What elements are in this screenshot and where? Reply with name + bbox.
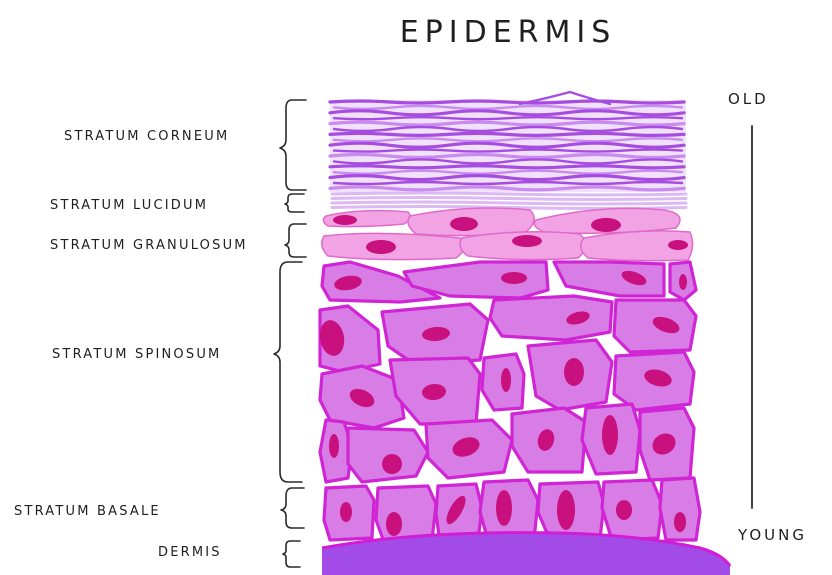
granulosum-cell	[534, 208, 680, 233]
granulosum-cell	[460, 232, 586, 260]
label-young: YOUNG	[737, 526, 807, 544]
nucleus	[501, 368, 511, 392]
nucleus	[668, 240, 688, 250]
nucleus	[512, 235, 542, 247]
basale-cell	[376, 486, 436, 542]
nucleus	[382, 454, 402, 474]
lucidum-band	[332, 202, 686, 204]
lucidum-band	[332, 198, 686, 200]
spinosum-cell	[528, 340, 612, 410]
nucleus	[591, 218, 621, 232]
spinosum-cell	[614, 352, 694, 410]
cell-body	[490, 296, 612, 340]
stratum-lucidum-layer	[332, 193, 686, 209]
spinosum-cell	[640, 408, 694, 480]
nucleus	[564, 358, 584, 386]
corneum-strand	[330, 101, 684, 103]
corneum-strand	[330, 155, 684, 158]
nucleus	[674, 512, 686, 532]
corneum-strand	[330, 133, 684, 135]
stratum-spinosum-layer	[317, 262, 696, 482]
spinosum-cell	[482, 354, 524, 410]
bracket-dermis	[283, 541, 300, 567]
corneum-strand	[334, 117, 682, 119]
spinosum-cell	[317, 306, 380, 372]
basale-cell	[660, 478, 700, 540]
bracket-stratum-basale	[281, 488, 304, 528]
spinosum-cell	[426, 420, 512, 478]
nucleus	[450, 217, 478, 231]
nucleus	[329, 434, 339, 458]
spinosum-cell	[614, 300, 696, 352]
bracket-stratum-spinosum	[274, 262, 302, 482]
nucleus	[366, 240, 396, 254]
spinosum-cell	[512, 408, 586, 472]
nucleus	[501, 272, 527, 284]
label-stratum-corneum: STRATUM CORNEUM	[64, 129, 229, 144]
bracket-stratum-lucidum	[285, 194, 304, 212]
label-dermis: DERMIS	[158, 545, 222, 560]
granulosum-cell	[323, 211, 410, 227]
spinosum-cell	[382, 304, 488, 364]
page-title: EPIDERMIS	[400, 15, 617, 50]
bracket-stratum-granulosum	[285, 224, 306, 257]
spinosum-cell	[582, 404, 640, 474]
granulosum-cell	[322, 233, 464, 259]
spinosum-cell	[554, 262, 664, 296]
spinosum-cell	[348, 428, 428, 482]
cell-body	[376, 486, 436, 542]
lucidum-band	[332, 193, 686, 195]
basale-cell	[602, 480, 662, 540]
nucleus	[340, 502, 352, 522]
label-stratum-basale: STRATUM BASALE	[14, 504, 161, 519]
cell-body	[554, 262, 664, 296]
nucleus	[616, 500, 632, 520]
nucleus	[386, 512, 402, 536]
basale-cell	[480, 480, 538, 540]
spinosum-cell	[670, 262, 696, 300]
stratum-corneum-layer	[330, 92, 686, 192]
corneum-strand	[334, 182, 682, 184]
nucleus	[679, 274, 687, 290]
label-stratum-granulosum: STRATUM GRANULOSUM	[50, 238, 248, 253]
label-stratum-spinosum: STRATUM SPINOSUM	[52, 347, 221, 362]
stratum-granulosum-layer	[322, 208, 693, 261]
granulosum-cell	[581, 231, 693, 261]
corneum-strand	[330, 122, 684, 125]
label-old: OLD	[728, 90, 769, 108]
label-stratum-lucidum: STRATUM LUCIDUM	[50, 198, 208, 213]
nucleus	[602, 415, 618, 455]
nucleus	[496, 490, 512, 526]
basale-cell	[324, 486, 374, 540]
nucleus	[557, 490, 575, 530]
corneum-strand	[334, 150, 682, 152]
corneum-strand	[330, 187, 684, 190]
bracket-stratum-corneum	[280, 100, 306, 190]
spinosum-cell	[490, 296, 612, 340]
corneum-strand	[330, 166, 684, 168]
nucleus	[333, 215, 357, 225]
